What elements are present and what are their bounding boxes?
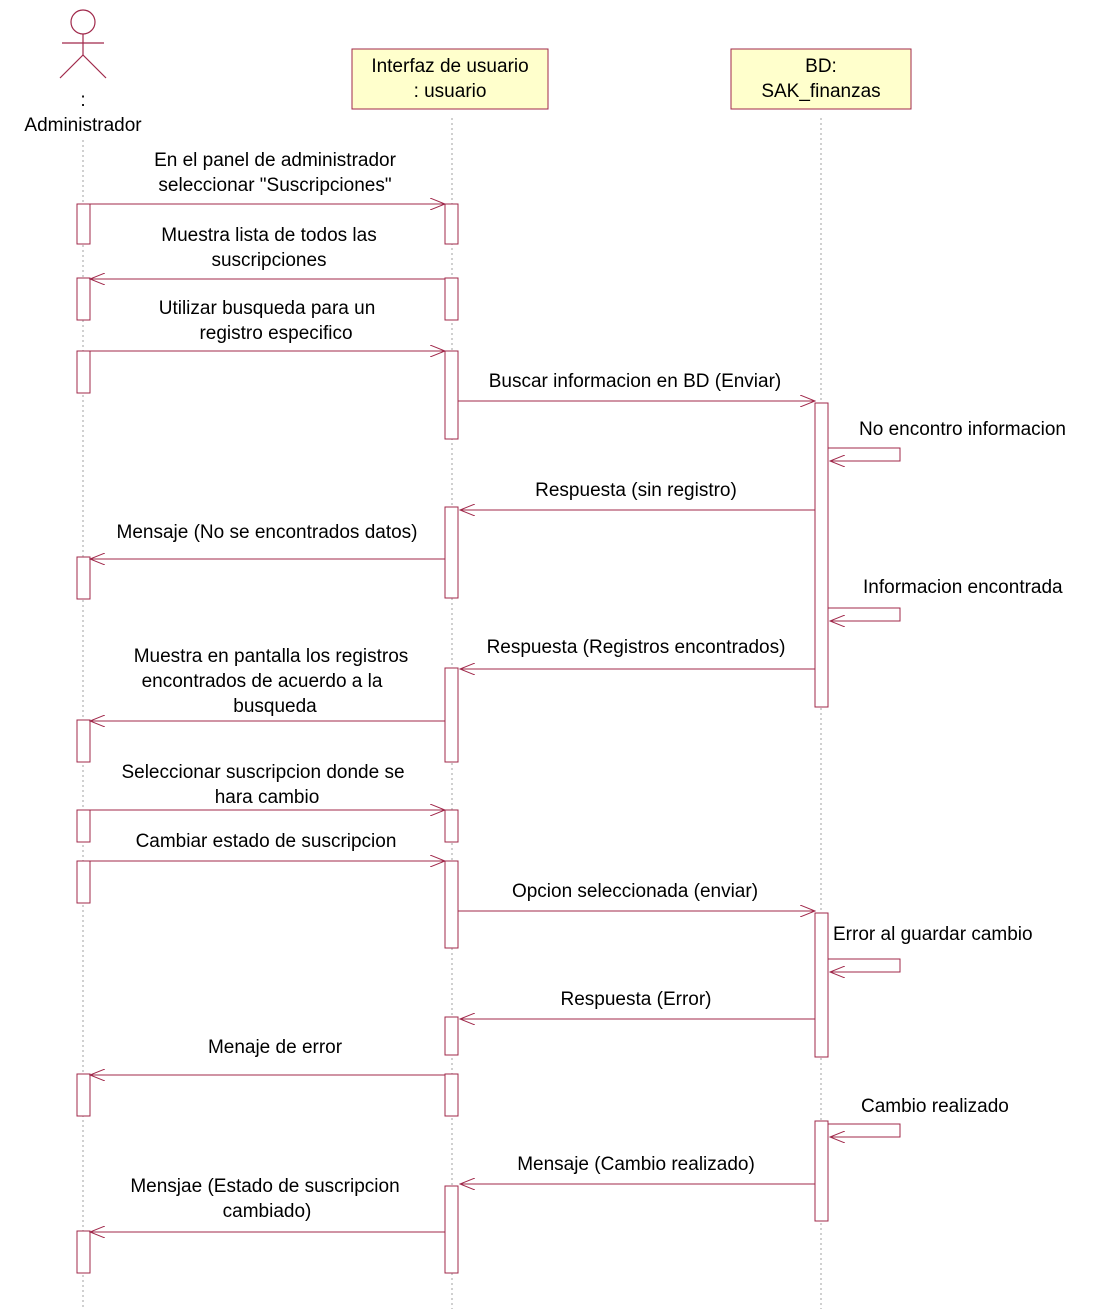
message-label: Muestra lista de todos las [161, 225, 376, 246]
message-label: Opcion seleccionada (enviar) [512, 881, 758, 902]
message-label: encontrados de acuerdo a la [142, 671, 383, 692]
message-label: registro especifico [199, 323, 352, 344]
message-cambiar-estado: Cambiar estado de suscripcion [90, 831, 445, 861]
object-class: : usuario [414, 81, 487, 102]
message-label: No encontro informacion [859, 419, 1066, 440]
message-label: hara cambio [215, 787, 320, 808]
activation-bar [444, 1016, 459, 1056]
message-label: Mensjae (Estado de suscripcion [130, 1176, 399, 1197]
message-muestra-en-pantalla: Muestra en pantalla los registros encont… [90, 646, 445, 721]
message-label: Mensaje (No se encontrados datos) [117, 522, 418, 543]
activation-bar [76, 203, 91, 245]
message-label: Menaje de error [208, 1037, 343, 1058]
activation-bar [76, 1230, 91, 1274]
activation-bar [814, 1120, 829, 1222]
message-respuesta-error: Respuesta (Error) [460, 989, 815, 1019]
activation-bar [444, 860, 459, 949]
activation-bar [814, 912, 829, 1058]
message-label: En el panel de administrador [154, 150, 397, 171]
actor-label-colon: : [80, 90, 85, 111]
message-respuesta-registros-encontrados: Respuesta (Registros encontrados) [460, 637, 815, 669]
activation-bar [76, 860, 91, 904]
self-message-informacion-encontrada: Informacion encontrada [828, 577, 1063, 621]
message-label: busqueda [233, 696, 317, 717]
object-box [351, 48, 549, 110]
activation-bar [76, 719, 91, 763]
activation-bar [444, 809, 459, 843]
activation-bar [76, 809, 91, 843]
activation-bar [444, 506, 459, 599]
message-mensaje-cambio-realizado: Mensaje (Cambio realizado) [460, 1154, 815, 1184]
message-estado-cambiado: Mensjae (Estado de suscripcion cambiado) [90, 1176, 445, 1232]
message-menaje-de-error: Menaje de error [90, 1037, 445, 1075]
message-label: Utilizar busqueda para un [159, 298, 376, 319]
object-class: SAK_finanzas [761, 81, 880, 102]
activation-bar [444, 667, 459, 763]
message-label: Buscar informacion en BD (Enviar) [489, 371, 782, 392]
activation-bar [76, 350, 91, 394]
activation-bar [444, 1073, 459, 1117]
activation-bar [444, 350, 459, 440]
message-seleccionar-suscripciones: En el panel de administrador seleccionar… [90, 150, 445, 204]
activation-bar [814, 402, 829, 708]
object-name: BD: [805, 56, 837, 77]
message-label: Muestra en pantalla los registros [134, 646, 409, 667]
message-label: Seleccionar suscripcion donde se [121, 762, 404, 783]
actor-label: Administrador [24, 115, 142, 136]
actor-administrador: : Administrador [24, 9, 142, 136]
object-bd-sak-finanzas: BD: SAK_finanzas [730, 48, 912, 110]
message-opcion-seleccionada: Opcion seleccionada (enviar) [458, 881, 815, 911]
message-muestra-lista: Muestra lista de todos las suscripciones [90, 225, 445, 279]
activation-bar [444, 203, 459, 245]
activation-bar [444, 1185, 459, 1274]
message-label: Cambio realizado [861, 1096, 1009, 1117]
activation-bar [76, 277, 91, 321]
message-label: Cambiar estado de suscripcion [136, 831, 397, 852]
self-message-no-encontro: No encontro informacion [828, 419, 1066, 461]
message-label: Informacion encontrada [863, 577, 1063, 598]
message-no-se-encontrados-datos: Mensaje (No se encontrados datos) [90, 522, 445, 559]
message-label: Respuesta (Registros encontrados) [487, 637, 786, 658]
message-buscar-informacion: Buscar informacion en BD (Enviar) [458, 371, 815, 401]
message-label: suscripciones [211, 250, 326, 271]
object-interfaz-usuario: Interfaz de usuario : usuario [351, 48, 549, 110]
self-message-error-al-guardar: Error al guardar cambio [828, 924, 1033, 972]
message-label: Mensaje (Cambio realizado) [517, 1154, 755, 1175]
object-box [730, 48, 912, 110]
activation-bar [444, 277, 459, 321]
message-label: cambiado) [223, 1201, 312, 1222]
object-name: Interfaz de usuario [371, 56, 528, 77]
self-message-cambio-realizado: Cambio realizado [828, 1096, 1009, 1137]
activation-bar [76, 1073, 91, 1117]
message-label: Respuesta (sin registro) [535, 480, 737, 501]
stick-figure-icon [59, 9, 107, 79]
message-label: Error al guardar cambio [833, 924, 1033, 945]
message-label: seleccionar "Suscripciones" [158, 175, 391, 196]
activation-bar [76, 556, 91, 600]
message-seleccionar-suscripcion: Seleccionar suscripcion donde se hara ca… [90, 762, 445, 810]
message-utilizar-busqueda: Utilizar busqueda para un registro espec… [90, 298, 445, 351]
message-respuesta-sin-registro: Respuesta (sin registro) [460, 480, 815, 510]
message-label: Respuesta (Error) [561, 989, 712, 1010]
